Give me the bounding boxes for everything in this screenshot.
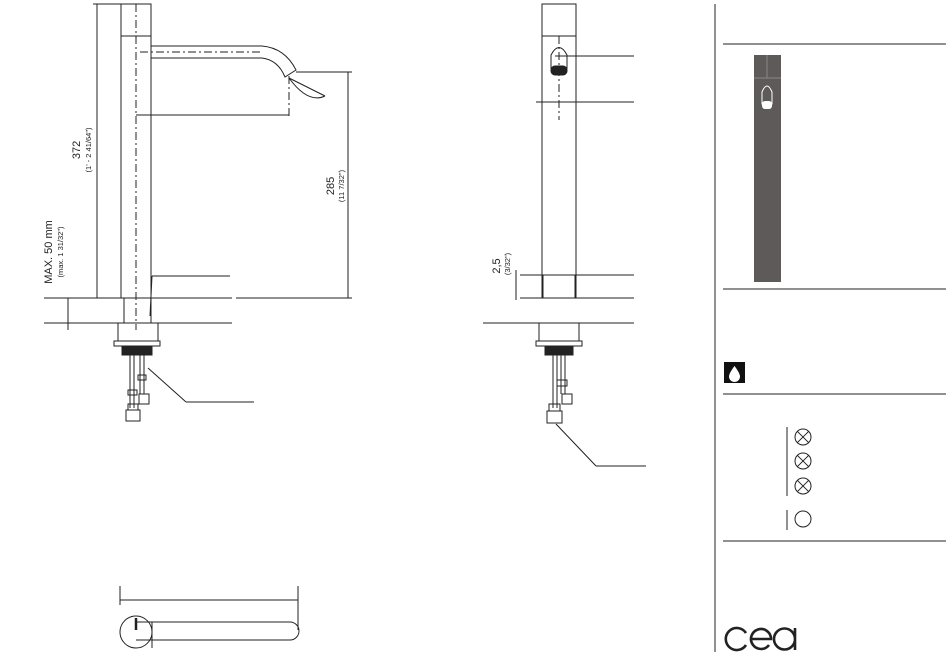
top-view bbox=[120, 586, 299, 648]
cea-logo bbox=[726, 628, 795, 650]
dim-overall-height: 372 bbox=[71, 141, 83, 159]
dim-deck-max: MAX. 50 mm bbox=[43, 220, 55, 284]
crossed-circle-icon bbox=[795, 453, 811, 469]
water-drop-icon bbox=[724, 362, 745, 383]
spout-side bbox=[151, 46, 296, 77]
empty-circle-icon bbox=[795, 511, 811, 527]
dim-overall-height-imperial: (1' - 2 41/64") bbox=[84, 127, 93, 172]
info-panel bbox=[715, 4, 946, 652]
front-view bbox=[483, 4, 646, 466]
dim-deck-max-imperial: (max. 1 31/32") bbox=[56, 226, 65, 278]
dim-spout-height-imperial: (11 7/32") bbox=[337, 169, 346, 202]
dim-base-gap: 2,5 bbox=[491, 258, 503, 273]
dim-spout-height: 285 bbox=[325, 177, 337, 195]
crossed-circle-icon bbox=[795, 478, 811, 494]
spout-top bbox=[136, 622, 299, 640]
side-view bbox=[44, 4, 352, 421]
crossed-circle-icon bbox=[795, 429, 811, 445]
product-thumbnail bbox=[754, 55, 781, 282]
dim-base-gap-imperial: (3/32") bbox=[503, 252, 512, 275]
